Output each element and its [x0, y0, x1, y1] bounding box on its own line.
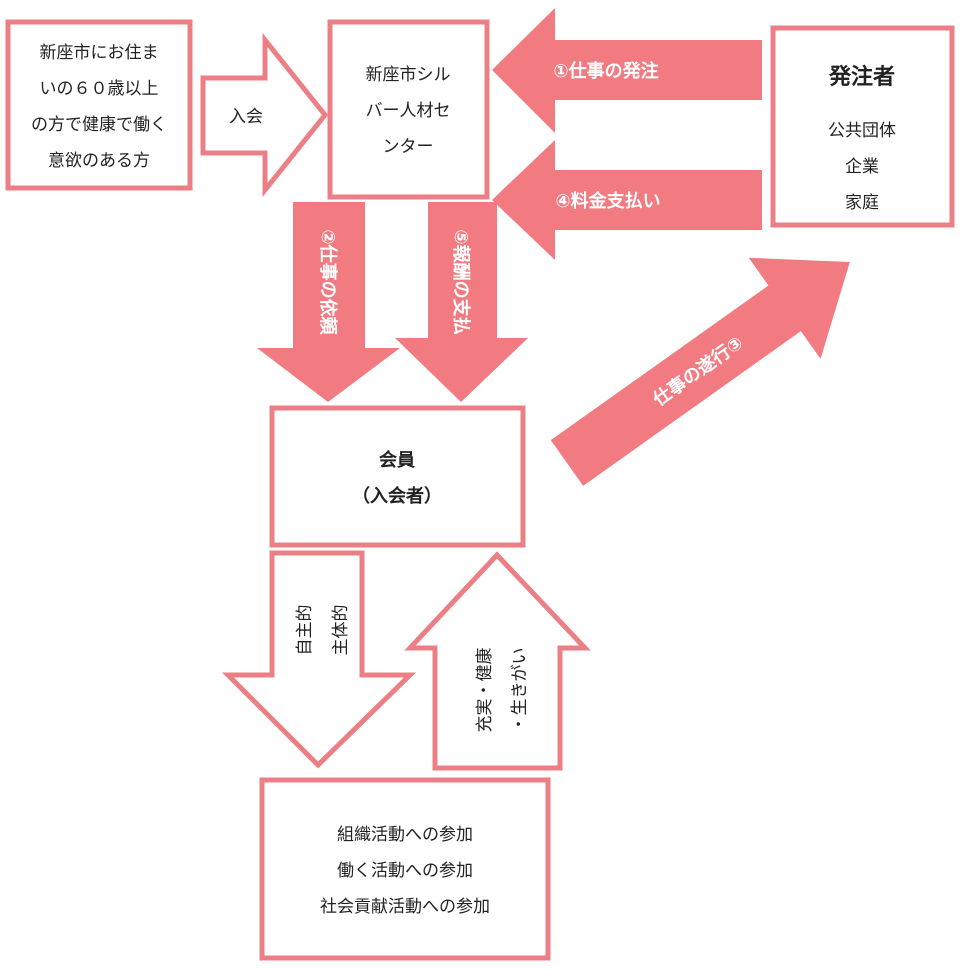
request-label: ②仕事の依頼 — [317, 229, 339, 335]
voluntary-arrow: 自主的 主体的 — [221, 550, 417, 769]
applicant-line: いの６０歳以上 — [40, 79, 159, 99]
join-label: 入会 — [229, 107, 263, 127]
center-line: ンター — [383, 137, 434, 157]
client-item: 家庭 — [845, 193, 879, 213]
fulfillment-line: ・生きがい — [510, 648, 530, 733]
center-line: 新座市シル — [366, 65, 451, 85]
voluntary-line: 自主的 — [295, 605, 315, 656]
applicant-line: 意欲のある方 — [48, 151, 150, 171]
center-box: 新座市シル バー人材セ ンター — [327, 19, 490, 200]
payment-label: ④料金支払い — [555, 190, 660, 212]
participation-line: 働く活動への参加 — [337, 861, 473, 881]
applicant-line: の方で健康で働く — [31, 115, 167, 135]
fulfillment-line: 充実・健康 — [475, 648, 495, 733]
applicant-box: 新座市にお住ま いの６０歳以上 の方で健康で働く 意欲のある方 — [5, 19, 193, 191]
join-arrow: 入会 — [200, 32, 329, 198]
center-line: バー人材セ — [366, 101, 451, 121]
participation-line: 社会貢献活動への参加 — [320, 897, 490, 917]
client-item: 企業 — [845, 157, 879, 177]
reward-label: ⑤報酬の支払 — [450, 229, 472, 334]
client-title: 発注者 — [828, 64, 895, 90]
reward-arrow: ⑤報酬の支払 — [395, 202, 528, 402]
execute-arrow: 仕事の遂行③ — [550, 257, 850, 486]
client-box: 発注者 公共団体 企業 家庭 — [770, 25, 955, 228]
fulfillment-arrow: 充実・健康 ・生きがい — [404, 551, 591, 771]
member-box: 会員 （入会者） — [269, 405, 526, 548]
member-line: 会員 — [379, 449, 415, 471]
client-item: 公共団体 — [828, 121, 896, 141]
order-label: ①仕事の発注 — [553, 60, 658, 82]
member-line: （入会者） — [352, 485, 442, 507]
order-arrow: ①仕事の発注 — [492, 8, 762, 133]
request-arrow: ②仕事の依頼 — [257, 202, 400, 402]
applicant-line: 新座市にお住ま — [40, 43, 159, 63]
participation-line: 組織活動への参加 — [337, 825, 473, 845]
payment-arrow: ④料金支払い — [492, 140, 762, 260]
participation-box: 組織活動への参加 働く活動への参加 社会貢献活動への参加 — [259, 777, 551, 961]
voluntary-line: 主体的 — [331, 605, 351, 656]
